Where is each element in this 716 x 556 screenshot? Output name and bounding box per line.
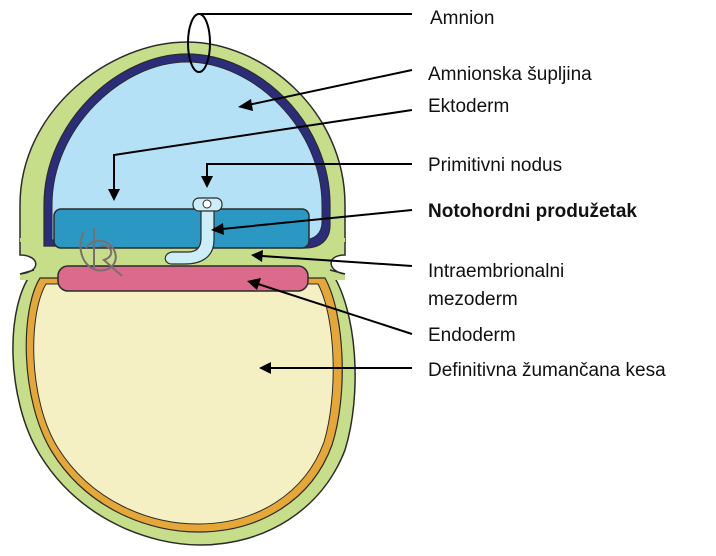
label-primitive-node: Primitivni nodus: [428, 155, 562, 176]
label-intraembryonic-mesoderm-1: Intraembrionalni: [428, 261, 564, 282]
definitive-yolk-sac: [33, 283, 334, 525]
yolk-sac-leader: [259, 362, 412, 374]
notch-left-outline: [19, 242, 37, 275]
notochordal-process: [164, 207, 215, 265]
label-notochordal-process: Notohordni produžetak: [428, 201, 637, 222]
label-definitive-yolk-sac: Definitivna žumančana kesa: [428, 360, 666, 381]
endoderm-leader: [247, 278, 413, 335]
dr-signature-watermark: [79, 228, 123, 277]
intraembryonic-mesoderm-leader: [251, 250, 413, 267]
ectoderm-plate: [53, 208, 310, 249]
endoderm-layer: [57, 265, 309, 292]
label-intraembryonic-mesoderm-2: mezoderm: [428, 289, 518, 310]
amniotic-cavity: [51, 61, 323, 241]
label-amniotic-cavity: Amnionska šupljina: [428, 64, 592, 85]
label-endoderm: Endoderm: [428, 325, 516, 346]
notch-right-outline: [329, 242, 346, 275]
label-amnion: Amnion: [430, 8, 494, 29]
label-ectoderm: Ektoderm: [428, 96, 509, 117]
ectoderm-leader: [108, 109, 413, 201]
primitive-node-leader: [201, 163, 412, 188]
notochordal-process-leader: [211, 209, 413, 235]
primitive-pit: [202, 199, 212, 209]
amniotic-cavity-leader: [238, 69, 413, 111]
